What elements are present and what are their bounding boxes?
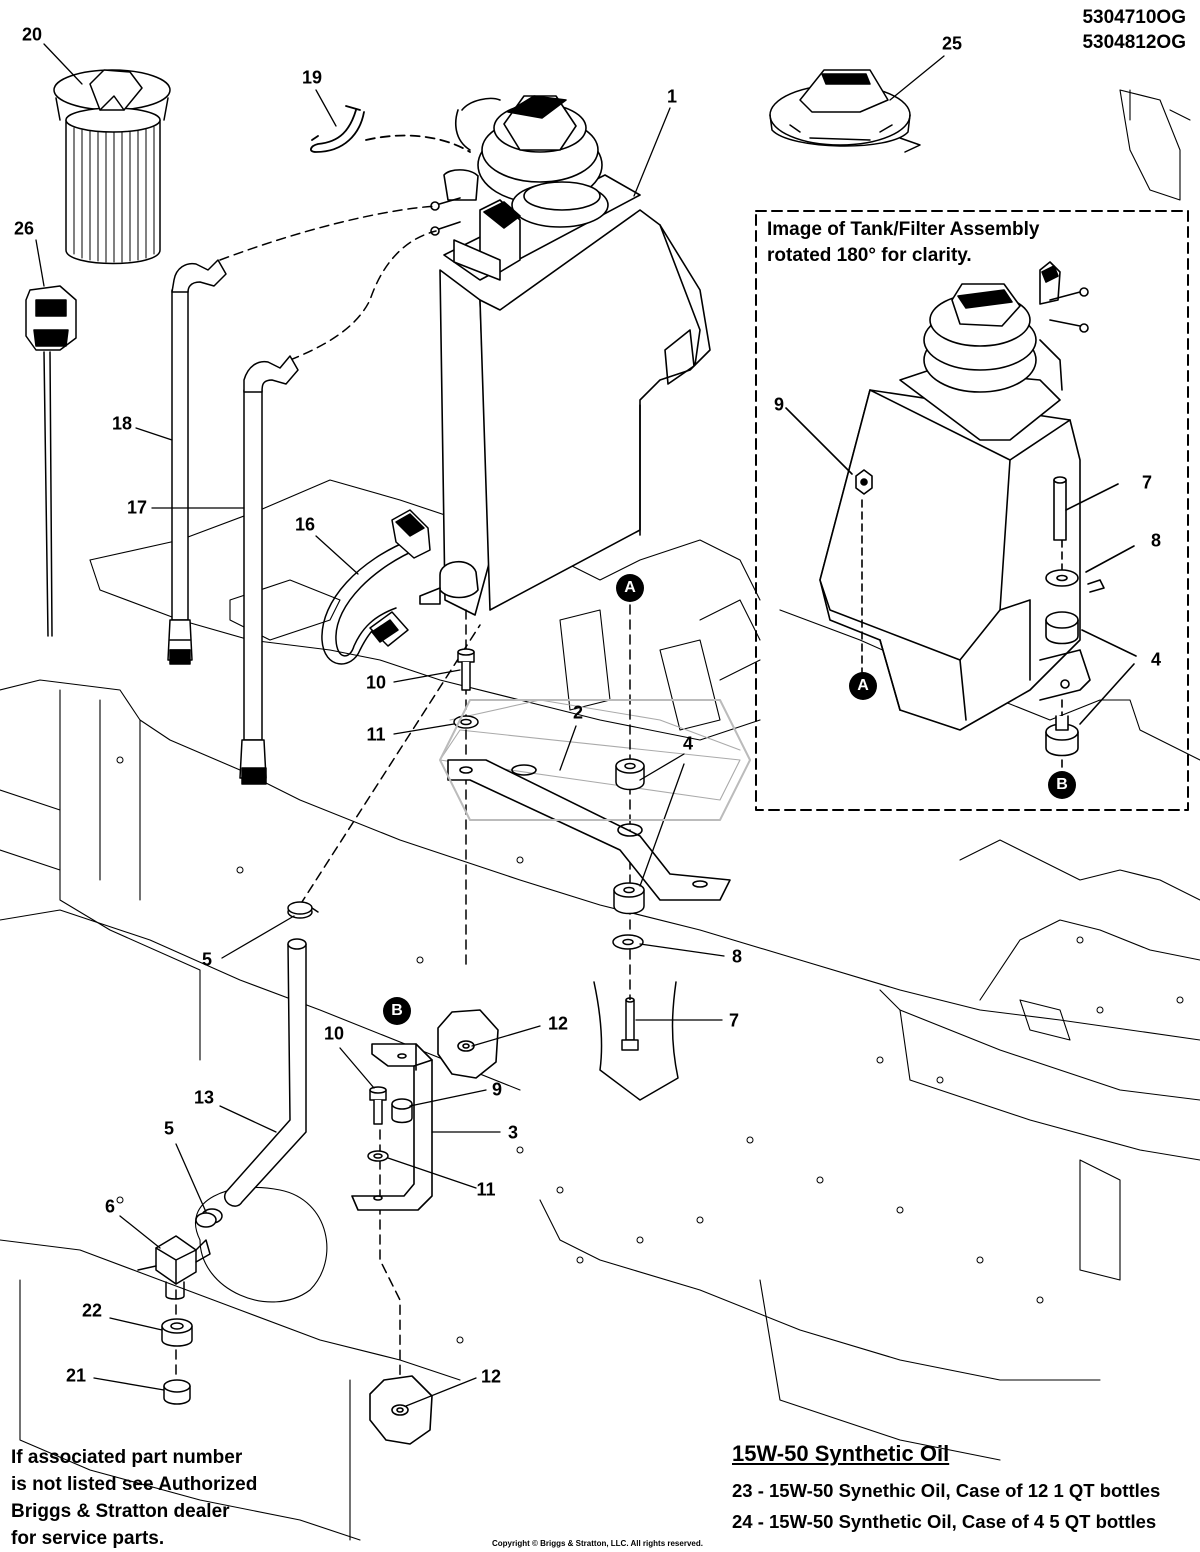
- dipstick-part-26: [25, 285, 77, 637]
- callout-19: 19: [301, 67, 323, 88]
- badge-a-inset: A: [849, 672, 877, 700]
- callout-1: 1: [666, 86, 678, 107]
- oil-item-24: 24 - 15W-50 Synthetic Oil, Case of 4 5 Q…: [732, 1511, 1157, 1532]
- washer-part-11-bottom: [367, 1150, 389, 1162]
- clamp-part-5-bottom: [195, 1208, 223, 1228]
- callout-22: 22: [81, 1300, 103, 1321]
- fitting-part-6: [137, 1235, 211, 1300]
- callout-7-main: 7: [728, 1010, 740, 1031]
- dealer-note: If associated part number is not listed …: [11, 1444, 257, 1552]
- bolt-part-7: [593, 981, 679, 1101]
- nut-part-9: [391, 1098, 413, 1124]
- callout-12-top: 12: [547, 1013, 569, 1034]
- bracket-part-3: [351, 1043, 433, 1211]
- callout-5-bottom: 5: [163, 1118, 175, 1139]
- dashed-connections: [175, 205, 631, 1391]
- watermark: [439, 699, 751, 821]
- callout-18: 18: [111, 413, 133, 434]
- washer-part-8: [612, 934, 644, 950]
- callout-21: 21: [65, 1365, 87, 1386]
- dealer-note-line3: Briggs & Stratton dealer: [11, 1501, 230, 1522]
- callout-9-inset: 9: [773, 394, 785, 415]
- isolator-part-4-bottom: [613, 882, 645, 915]
- oil-title: 15W-50 Synthetic Oil: [732, 1441, 950, 1466]
- bolt-part-10-bottom: [369, 1086, 387, 1125]
- callout-10-top: 10: [365, 672, 387, 693]
- nut-part-22: [161, 1318, 193, 1347]
- callout-11-top: 11: [366, 724, 386, 745]
- callout-8-inset: 8: [1150, 530, 1162, 551]
- tank-part-1: [419, 95, 711, 616]
- badge-b-main: B: [383, 997, 411, 1025]
- badge-a-main: A: [616, 574, 644, 602]
- inset-tank: [785, 261, 1137, 771]
- callout-8-main: 8: [731, 946, 743, 967]
- oil-item-23: 23 - 15W-50 Synethic Oil, Case of 12 1 Q…: [732, 1480, 1161, 1501]
- dealer-note-line4: for service parts.: [11, 1528, 165, 1549]
- part-number-2: 5304812OG: [1082, 32, 1186, 53]
- isolator-part-4-top: [615, 758, 645, 791]
- inset-box: [755, 210, 1189, 811]
- callout-25: 25: [941, 33, 963, 54]
- copyright: Copyright © Briggs & Stratton, LLC. All …: [492, 1539, 703, 1548]
- cap-part-21: [163, 1379, 191, 1405]
- washer-part-11-top: [453, 715, 479, 729]
- clip-part-19: [310, 105, 471, 153]
- bracket-part-2: [447, 759, 731, 901]
- callout-9-main: 9: [491, 1079, 503, 1100]
- callout-4-main: 4: [682, 733, 694, 754]
- nut-part-12-bottom: [369, 1375, 433, 1445]
- cap-part-25: [769, 69, 921, 153]
- callout-16: 16: [294, 514, 316, 535]
- callout-7-inset: 7: [1141, 472, 1153, 493]
- callout-13: 13: [193, 1087, 215, 1108]
- callout-6: 6: [104, 1196, 116, 1217]
- callout-12-bottom: 12: [480, 1366, 502, 1387]
- bolt-part-10-top: [457, 648, 475, 691]
- callout-17: 17: [126, 497, 148, 518]
- hose-part-13: [223, 938, 307, 1207]
- callout-2: 2: [572, 702, 584, 723]
- nut-part-12-top: [437, 1009, 499, 1079]
- callout-20: 20: [21, 24, 43, 45]
- hose-part-16: [321, 509, 431, 665]
- callout-26: 26: [13, 218, 35, 239]
- dealer-note-line1: If associated part number: [11, 1447, 243, 1468]
- callout-11-bottom: 11: [476, 1179, 496, 1200]
- callout-3: 3: [507, 1122, 519, 1143]
- hose-part-17: [239, 355, 299, 785]
- part-number-1: 5304710OG: [1082, 7, 1186, 28]
- clamp-part-5-top: [287, 901, 319, 919]
- callout-5-top: 5: [201, 949, 213, 970]
- inset-caption-line2: rotated 180° for clarity.: [767, 245, 972, 266]
- dealer-note-line2: is not listed see Authorized: [11, 1474, 258, 1495]
- callout-10-bottom: 10: [323, 1023, 345, 1044]
- leader-lines: [35, 43, 945, 1407]
- callout-4-inset-a: 4: [1150, 649, 1162, 670]
- hose-part-18: [167, 259, 227, 665]
- inset-caption-line1: Image of Tank/Filter Assembly: [767, 219, 1040, 240]
- inset-caption: Image of Tank/Filter Assembly rotated 18…: [767, 217, 1039, 269]
- filter-part-20: [53, 69, 171, 265]
- badge-b-inset: B: [1048, 771, 1076, 799]
